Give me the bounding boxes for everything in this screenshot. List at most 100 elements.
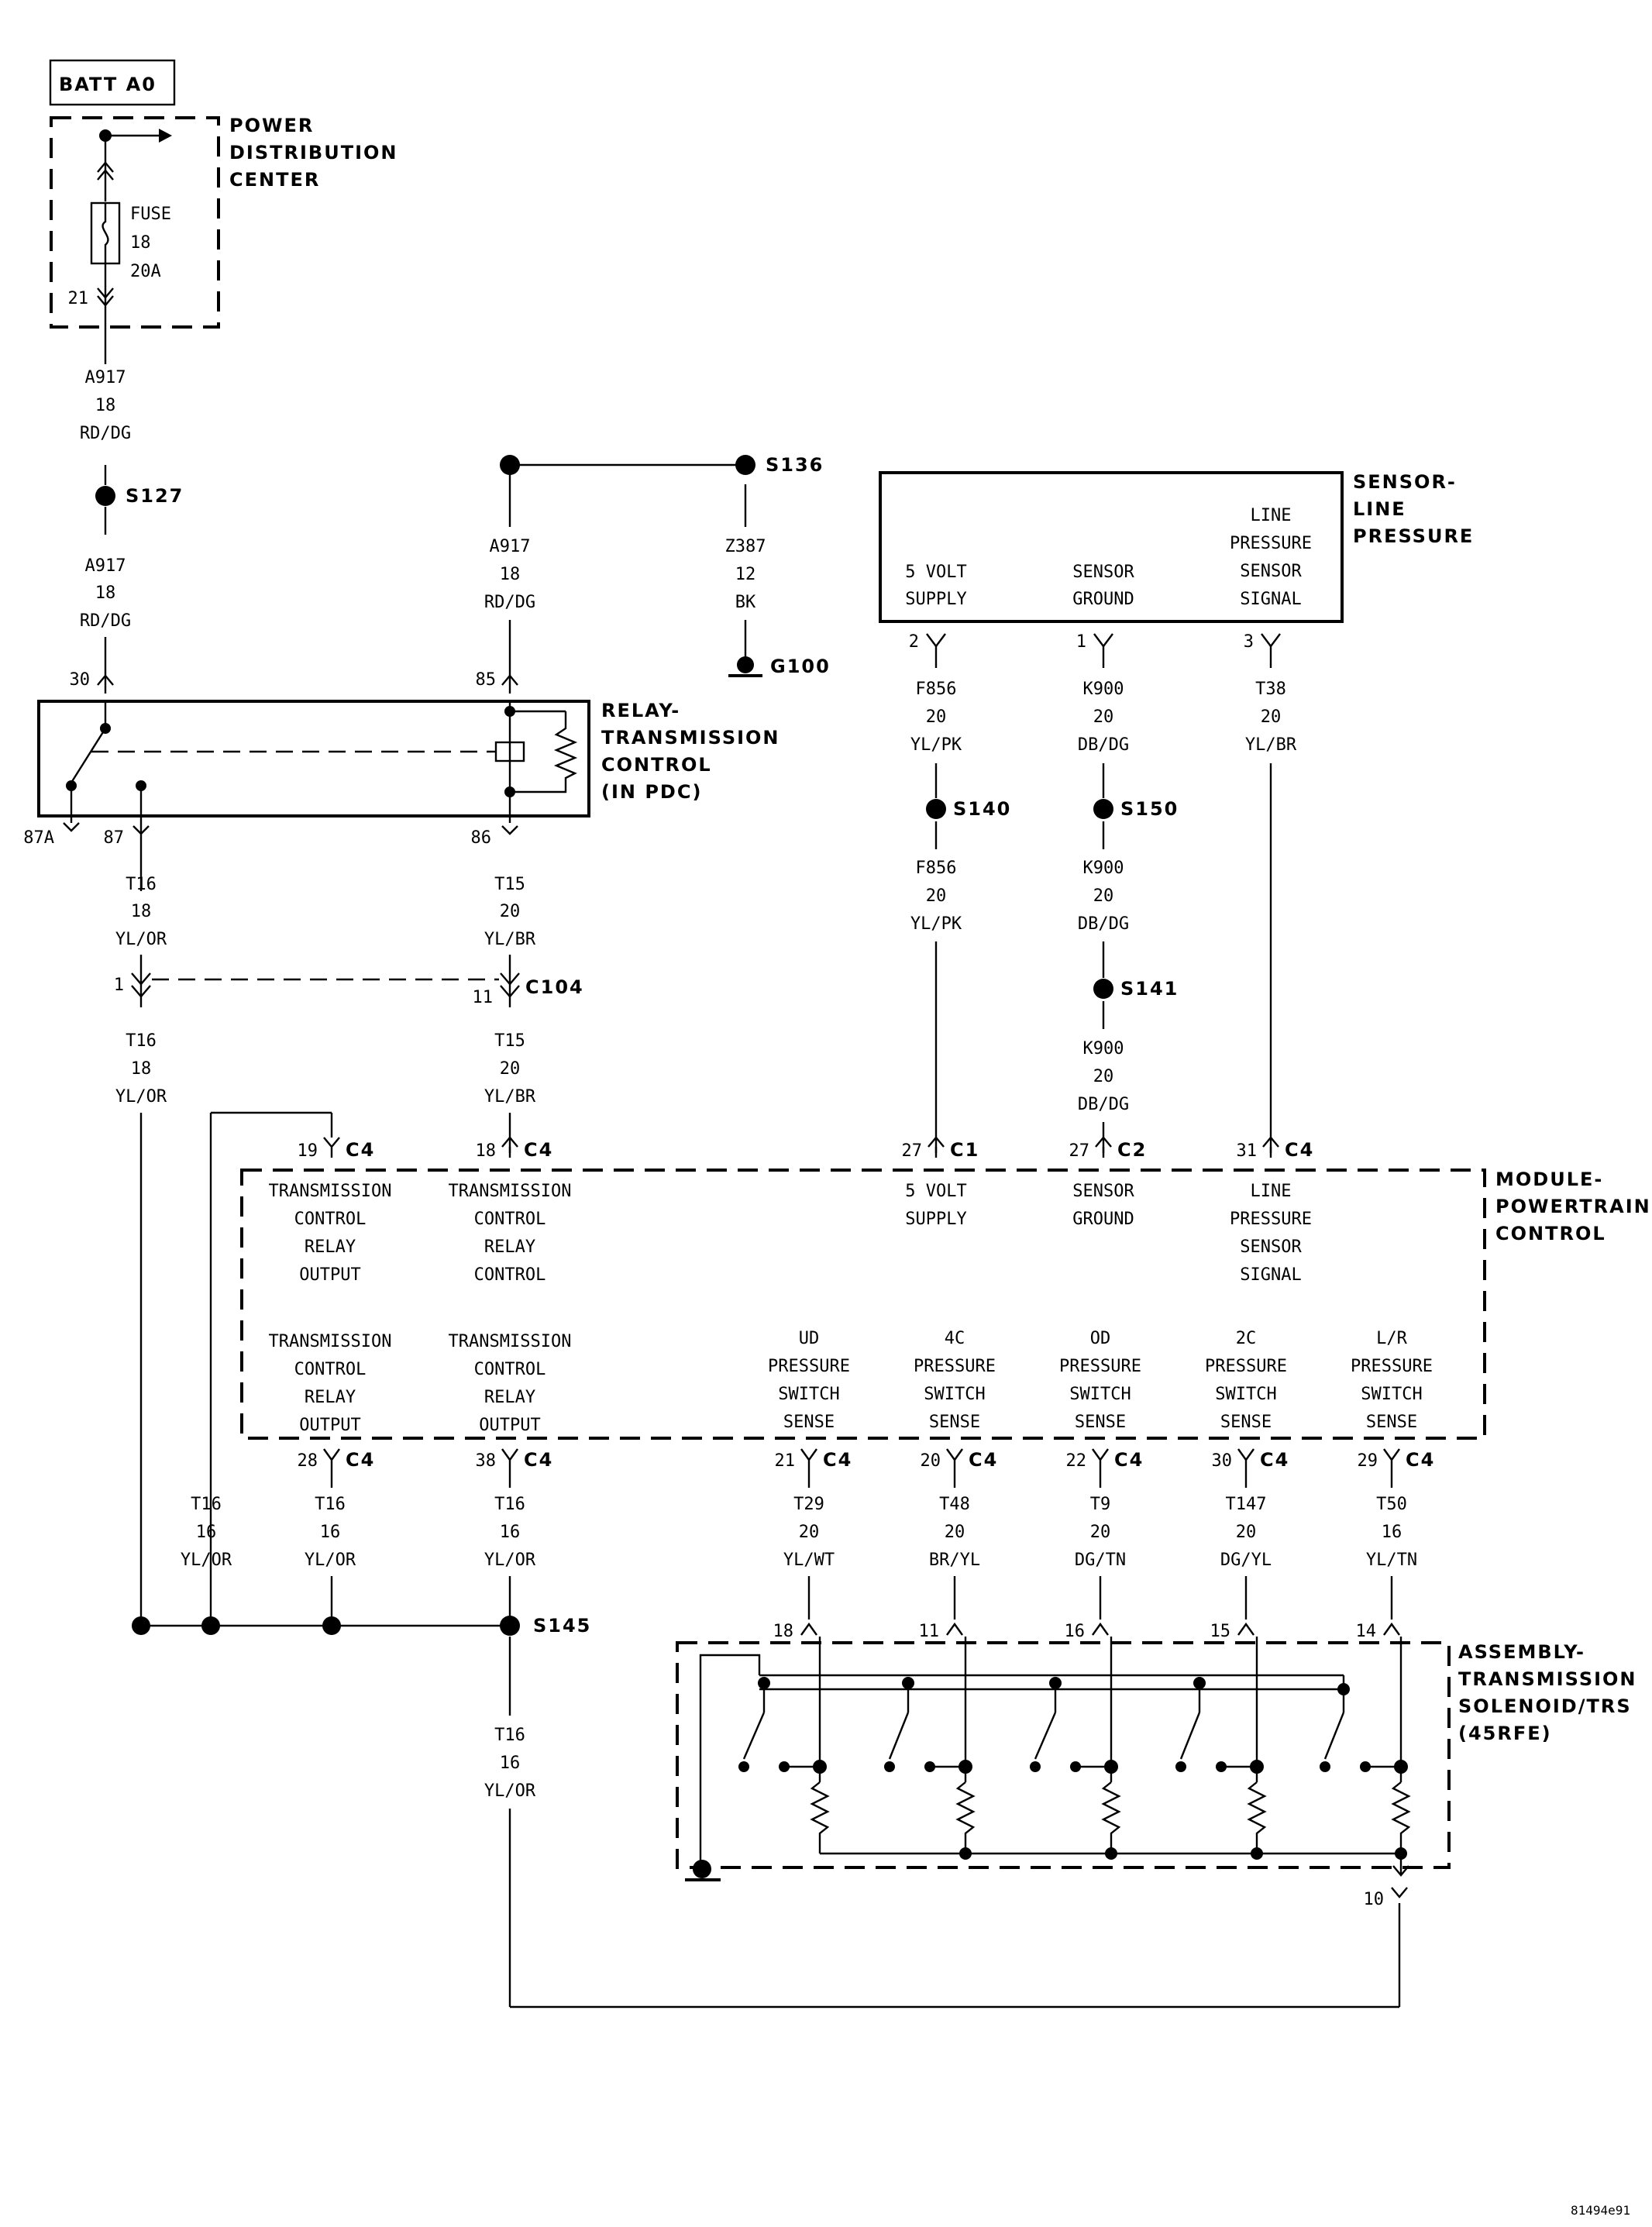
pcm-title-2: POWERTRAIN — [1495, 1196, 1651, 1217]
relay-86-node — [504, 787, 515, 797]
pcm-bot-pin-28: 28 — [298, 1451, 318, 1471]
t16-relay-1: T16 — [126, 875, 157, 894]
t16-relay-2: 18 — [131, 902, 152, 921]
assembly-title-2: TRANSMISSION — [1458, 1668, 1637, 1690]
lw-4-1: T48 — [939, 1495, 970, 1514]
a917-label-bg — [77, 364, 133, 446]
assembly-pin-14: 14 — [1356, 1622, 1377, 1641]
t15-c104-3: YL/BR — [484, 1087, 536, 1107]
pcm-top-pin-27a: 27 — [902, 1141, 923, 1161]
figure-id: 81494e91 — [1571, 2203, 1630, 2218]
lw-5-2: 20 — [1090, 1523, 1111, 1542]
ground-g100-label: G100 — [770, 656, 831, 677]
pcm-c4-29-connector-icon — [1383, 1448, 1400, 1488]
pcm-bot-od-label-4: SENSE — [1075, 1413, 1126, 1432]
pcm-bot-lr-label-1: L/R — [1376, 1329, 1407, 1348]
relay-title-1: RELAY- — [601, 700, 680, 721]
f856-a-3: YL/PK — [910, 735, 962, 755]
f856-b-1: F856 — [916, 859, 957, 878]
sensor-sig-label-4: SIGNAL — [1240, 590, 1301, 609]
pcm-bot-lr-label-3: SWITCH — [1361, 1385, 1422, 1404]
t15-relay-1: T15 — [494, 875, 525, 894]
battery-box — [49, 59, 176, 106]
lw-1-2: 16 — [320, 1523, 341, 1542]
a917-lower-3: RD/DG — [80, 611, 131, 631]
pcm-bot-conn-28: C4 — [346, 1449, 375, 1471]
sensor-sig-label-2: PRESSURE — [1230, 534, 1312, 553]
assembly-pin-11: 11 — [919, 1622, 940, 1641]
lw-6-1: T147 — [1226, 1495, 1267, 1514]
sensor-pin1-connector-icon — [1093, 633, 1113, 648]
a917-right-1: A917 — [490, 537, 531, 556]
relay-pin87-connector-icon — [133, 825, 150, 835]
assembly-pin16-connector-icon — [1092, 1622, 1109, 1636]
pcm-top-pin-31: 31 — [1237, 1141, 1258, 1161]
k900-a-3: DB/DG — [1078, 735, 1129, 755]
pcm-bot-ud-label-3: SWITCH — [778, 1385, 839, 1404]
assembly-title-1: ASSEMBLY- — [1458, 1641, 1585, 1663]
sensor-title-2: LINE — [1353, 498, 1406, 520]
pcm-top-18-label-1: TRANSMISSION — [449, 1182, 572, 1201]
pcm-bottom-connectors — [323, 1448, 1400, 1488]
relay-pin-87a: 87A — [23, 828, 54, 848]
pcm-bot-od-label-3: SWITCH — [1069, 1385, 1131, 1404]
pcm-top-gnd-label-1: SENSOR — [1072, 1182, 1134, 1201]
k900-c-2: 20 — [1093, 1067, 1114, 1086]
fuse-label-3: 20A — [130, 262, 161, 281]
lw-0-3: YL/OR — [181, 1551, 232, 1570]
pcm-bot-4c-label-3: SWITCH — [924, 1385, 985, 1404]
t16-s145-3: YL/OR — [484, 1781, 536, 1801]
pcm-c2-27-connector-icon — [1095, 1136, 1112, 1158]
c104-pin-1: 1 — [114, 976, 124, 995]
a917-upper-1: A917 — [85, 368, 126, 387]
assembly-pin-15: 15 — [1210, 1622, 1231, 1641]
lw-0-1: T16 — [191, 1495, 222, 1514]
relay-title-3: CONTROL — [601, 754, 712, 776]
pressure-switch-ud — [738, 1677, 827, 1774]
pdc-title-1: POWER — [229, 115, 314, 136]
lw-1-3: YL/OR — [305, 1551, 356, 1570]
splice-s140-label: S140 — [953, 798, 1011, 820]
pcm-bot-conn-20: C4 — [969, 1449, 998, 1471]
k900-b-2: 20 — [1093, 886, 1114, 906]
pcm-top-conn-19: C4 — [346, 1139, 375, 1161]
pcm-bot-conn-38: C4 — [524, 1449, 553, 1471]
pressure-switch-2c — [1175, 1677, 1264, 1774]
splice-s145-node — [500, 1616, 520, 1636]
assembly-pin14-connector-icon — [1383, 1622, 1400, 1636]
pcm-c1-27-connector-icon — [928, 1136, 945, 1158]
battery-label: BATT A0 — [59, 74, 157, 95]
t15-relay-2: 20 — [500, 902, 521, 921]
sensor-box — [879, 471, 1344, 623]
sensor-title-3: PRESSURE — [1353, 525, 1474, 547]
assembly-outline — [676, 1641, 1451, 1869]
lw-7-2: 16 — [1382, 1523, 1402, 1542]
lw-7-1: T50 — [1376, 1495, 1407, 1514]
pcm-top-conn-31: C4 — [1285, 1139, 1314, 1161]
pcm-top-18-label-4: CONTROL — [474, 1265, 546, 1285]
f856-a-2: 20 — [926, 707, 947, 727]
pcm-bot-pin-29: 29 — [1358, 1451, 1378, 1471]
pcm-c4-22-connector-icon — [1092, 1448, 1109, 1488]
t16-s145-2: 16 — [500, 1754, 521, 1773]
k900-c-1: K900 — [1083, 1039, 1124, 1058]
pdc-connector-upper-icon — [97, 161, 114, 181]
relay-pin86-connector-icon — [501, 825, 518, 835]
pdc-title-3: CENTER — [229, 169, 320, 191]
splice-s145-label: S145 — [533, 1615, 591, 1637]
fuse-label-1: FUSE — [130, 205, 171, 224]
pcm-bot-38-label-2: CONTROL — [474, 1360, 546, 1379]
lw-7-3: YL/TN — [1366, 1551, 1417, 1570]
assembly-ground-node — [693, 1860, 711, 1878]
assembly-pin11-connector-icon — [946, 1622, 963, 1636]
c104-pin11-connector-icon — [500, 972, 520, 998]
lw-3-1: T29 — [793, 1495, 824, 1514]
sensor-pin2-connector-icon — [926, 633, 946, 648]
a917-upper-2: 18 — [95, 396, 116, 415]
relay-pin-86: 86 — [471, 828, 492, 848]
t16-c104-3: YL/OR — [115, 1087, 167, 1107]
pcm-bot-38-label-3: RELAY — [484, 1388, 535, 1407]
k900-a-1: K900 — [1083, 680, 1124, 699]
z387-1: Z387 — [725, 537, 766, 556]
